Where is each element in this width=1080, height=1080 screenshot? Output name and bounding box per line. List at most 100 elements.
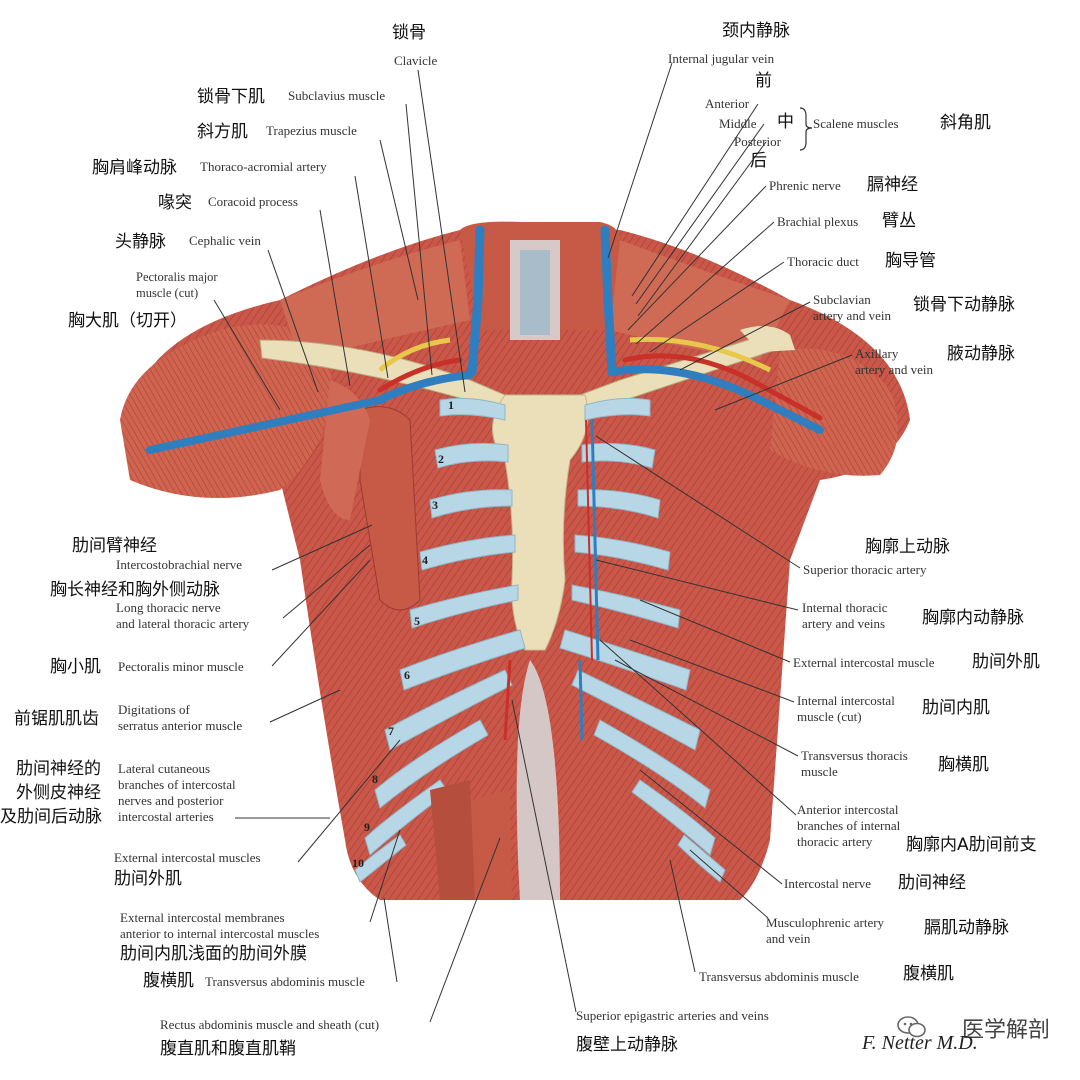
brachial-plexus bbox=[629, 336, 772, 373]
label-musculo-en-1: Musculophrenic artery bbox=[766, 915, 885, 930]
label-rectus-zh: 腹直肌和腹直肌鞘 bbox=[160, 1039, 296, 1059]
label-long-thoracic-zh: 胸长神经和胸外侧动脉 bbox=[50, 580, 220, 600]
label-phrenic-en: Phrenic nerve bbox=[769, 178, 841, 193]
label-phrenic-zh: 膈神经 bbox=[867, 175, 918, 195]
label-ant-ic-zh: 胸廓内A肋间前支 bbox=[906, 835, 1037, 855]
label-sup-epi-zh: 腹壁上动静脉 bbox=[576, 1035, 678, 1055]
label-ext-memb-en-1: External intercostal membranes bbox=[120, 910, 285, 925]
label-ext-ic-right-en: External intercostal muscle bbox=[793, 655, 935, 670]
rib-number-10: 10 bbox=[352, 856, 364, 870]
artist-signature: F. Netter M.D. bbox=[862, 1032, 978, 1054]
right-arm bbox=[770, 348, 898, 476]
label-posterior-zh: 后 bbox=[750, 151, 767, 171]
label-pec-minor-en: Pectoralis minor muscle bbox=[118, 659, 244, 674]
label-subclavian-zh: 锁骨下动静脉 bbox=[913, 295, 1015, 315]
label-serratus-zh: 前锯肌肌齿 bbox=[14, 709, 99, 729]
label-intercostobrachial-zh: 肋间臂神经 bbox=[72, 536, 157, 556]
label-brachial-zh: 臂丛 bbox=[882, 211, 916, 231]
label-long-thoracic-en-1: Long thoracic nerve bbox=[116, 600, 221, 615]
label-clavicle-en: Clavicle bbox=[394, 53, 438, 68]
label-long-thoracic-en-2: and lateral thoracic artery bbox=[116, 616, 250, 631]
label-clavicle-zh: 锁骨 bbox=[392, 23, 426, 43]
label-pec-major-zh: 胸大肌（切开） bbox=[68, 311, 187, 331]
label-thoracic-duct-zh: 胸导管 bbox=[885, 251, 936, 271]
internal-thoracic-vessels-left bbox=[590, 419, 600, 661]
label-int-ic-zh: 肋间内肌 bbox=[922, 698, 990, 718]
rib-number-4: 4 bbox=[422, 553, 428, 567]
left-rib-cartilages bbox=[354, 397, 526, 883]
label-serratus-en-2: serratus anterior muscle bbox=[118, 718, 243, 733]
leader-lines bbox=[213, 62, 853, 1023]
label-ic-nerve-en: Intercostal nerve bbox=[784, 876, 871, 891]
label-subclavian-en-2: artery and vein bbox=[813, 308, 891, 323]
label-lat-cut-en-2: branches of intercostal bbox=[118, 777, 236, 792]
label-musculo-en-2: and vein bbox=[766, 931, 811, 946]
label-intercostobrachial-en: Intercostobrachial nerve bbox=[116, 557, 242, 572]
label-int-thor-en-2: artery and veins bbox=[802, 616, 886, 631]
rib-number-3: 3 bbox=[432, 498, 438, 512]
label-ant-ic-en-1: Anterior intercostal bbox=[797, 802, 899, 817]
label-trans-abd-left-en: Transversus abdominis muscle bbox=[205, 974, 365, 989]
label-ic-nerve-zh: 肋间神经 bbox=[898, 873, 966, 893]
label-cephalic-zh: 头静脉 bbox=[115, 232, 166, 252]
rib-number-7: 7 bbox=[388, 724, 394, 738]
label-lat-cut-zh-1: 肋间神经的 bbox=[16, 759, 101, 779]
label-axillary-zh: 腋动静脉 bbox=[947, 344, 1015, 364]
label-scalene-zh: 斜角肌 bbox=[940, 113, 991, 133]
label-axillary-en-2: artery and vein bbox=[855, 362, 933, 377]
label-ext-memb-en-2: anterior to internal intercostal muscles bbox=[120, 926, 320, 941]
label-trans-thor-zh: 胸横肌 bbox=[938, 755, 989, 775]
label-subclavian-en-1: Subclavian bbox=[813, 292, 871, 307]
label-brachial-en: Brachial plexus bbox=[777, 214, 859, 229]
rib-number-6: 6 bbox=[404, 668, 410, 682]
label-trapezius-zh: 斜方肌 bbox=[197, 122, 248, 142]
internal-jugular-vein bbox=[600, 225, 617, 377]
label-coracoid-en: Coracoid process bbox=[208, 194, 298, 209]
label-scalene-en: Scalene muscles bbox=[813, 116, 899, 131]
label-int-ic-en-2: muscle (cut) bbox=[797, 709, 862, 724]
label-musculo-zh: 膈肌动静脉 bbox=[924, 918, 1009, 938]
label-thoraco-acromial-en: Thoraco-acromial artery bbox=[200, 159, 327, 174]
label-trapezius-en: Trapezius muscle bbox=[266, 123, 357, 138]
label-lat-cut-en-4: intercostal arteries bbox=[118, 809, 214, 824]
label-lat-cut-zh-3: 及肋间后动脉 bbox=[0, 807, 102, 827]
label-ext-ic-right-zh: 肋间外肌 bbox=[972, 652, 1040, 672]
label-sup-thor-en: Superior thoracic artery bbox=[803, 562, 927, 577]
label-anterior-zh: 前 bbox=[755, 71, 772, 91]
label-int-thor-zh: 胸廓内动静脉 bbox=[922, 608, 1024, 628]
label-trans-thor-en-2: muscle bbox=[801, 764, 838, 779]
label-subclavius-zh: 锁骨下肌 bbox=[197, 87, 265, 107]
rib-number-9: 9 bbox=[364, 820, 370, 834]
label-lat-cut-en-1: Lateral cutaneous bbox=[118, 761, 211, 776]
label-thoracic-duct-en: Thoracic duct bbox=[787, 254, 859, 269]
label-ext-ic-left-en: External intercostal muscles bbox=[114, 850, 261, 865]
label-ant-ic-en-3: thoracic artery bbox=[797, 834, 873, 849]
label-middle-en: Middle bbox=[719, 116, 757, 131]
label-sup-thor-zh: 胸廓上动脉 bbox=[865, 537, 950, 557]
left-arm bbox=[120, 324, 332, 498]
label-sup-epi-en: Superior epigastric arteries and veins bbox=[576, 1008, 769, 1023]
subclavian-vein bbox=[608, 365, 824, 434]
label-rectus-en: Rectus abdominis muscle and sheath (cut) bbox=[160, 1017, 380, 1032]
pectoralis-minor bbox=[359, 406, 421, 611]
label-lat-cut-zh-2: 外侧皮神经 bbox=[16, 783, 101, 803]
label-posterior-en: Posterior bbox=[734, 134, 781, 149]
label-pec-minor-zh: 胸小肌 bbox=[50, 657, 101, 677]
label-cephalic-en: Cephalic vein bbox=[189, 233, 261, 248]
scalene-brace bbox=[799, 107, 813, 151]
label-trans-thor-en-1: Transversus thoracis bbox=[801, 748, 908, 763]
label-ijv-en: Internal jugular vein bbox=[668, 51, 775, 66]
label-ijv-zh: 颈内静脉 bbox=[722, 21, 790, 41]
label-int-ic-en-1: Internal intercostal bbox=[797, 693, 895, 708]
label-subclavius-en: Subclavius muscle bbox=[288, 88, 386, 103]
label-ext-memb-zh: 肋间内肌浅面的肋间外膜 bbox=[120, 944, 307, 964]
label-serratus-en-1: Digitations of bbox=[118, 702, 190, 717]
label-trans-abd-left-zh: 腹横肌 bbox=[143, 971, 194, 991]
rib-number-1: 1 bbox=[448, 398, 454, 412]
label-axillary-en-1: Axillary bbox=[855, 346, 899, 361]
label-pec-major-en-2: muscle (cut) bbox=[136, 286, 199, 300]
label-trans-abd-right-zh: 腹横肌 bbox=[903, 964, 954, 984]
label-pec-major-en-1: Pectoralis major bbox=[136, 270, 218, 284]
